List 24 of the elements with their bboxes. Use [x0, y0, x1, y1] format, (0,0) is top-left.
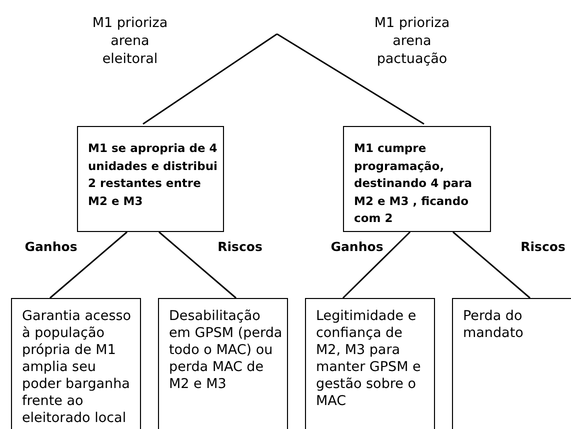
connector-line	[158, 231, 236, 299]
connector-line	[142, 33, 278, 125]
text-box	[305, 298, 435, 429]
text-box	[11, 298, 141, 429]
edge-label: Riscos	[218, 238, 262, 256]
box-text: M1 cumpre programação, destinando 4 para M2 e M3 , ficando com 2	[354, 140, 474, 227]
connector-line	[452, 231, 530, 299]
edge-label: Ganhos	[24, 238, 78, 256]
edge-label: M1 prioriza arena eleitoral	[91, 14, 169, 68]
connector-line	[342, 231, 411, 299]
text-box	[158, 298, 288, 429]
box-text: Garantia acesso à população própria de M1 amplia seu poder barganha frente ao eleitorado local	[22, 308, 132, 427]
text-box	[452, 298, 571, 429]
connector-line	[276, 33, 424, 125]
edge-label: Riscos	[520, 238, 566, 256]
text-box	[343, 126, 491, 232]
text-box	[77, 126, 224, 232]
box-text: M1 se apropria de 4 unidades e distribui 2 restantes entre M2 e M3	[88, 140, 218, 210]
connector-line	[50, 231, 128, 299]
box-text: Perda do mandato	[463, 308, 524, 342]
edge-label: M1 prioriza arena pactuação	[373, 14, 451, 68]
box-text: Legitimidade e confiança de M2, M3 para manter GPSM e gestão sobre o MAC	[316, 308, 422, 410]
box-text: Desabilitação em GPSM (perda todo o MAC) ou perda MAC de M2 e M3	[169, 308, 283, 393]
edge-label: Ganhos	[330, 238, 384, 256]
